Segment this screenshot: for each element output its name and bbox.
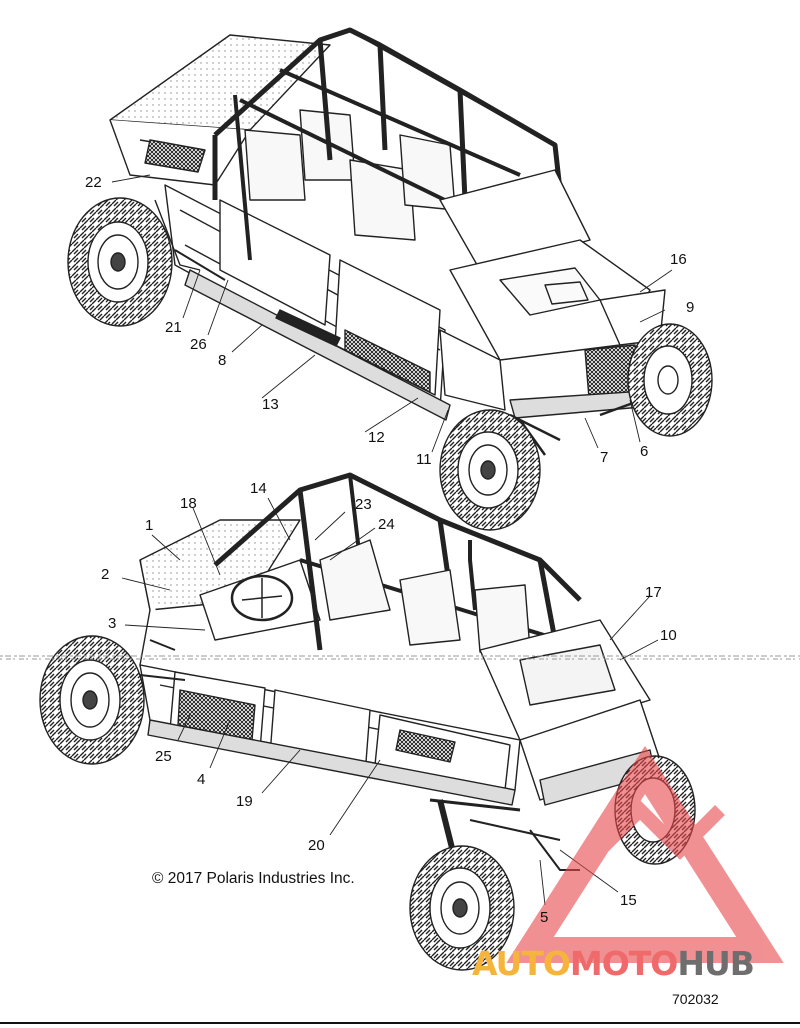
callout-8: 8 xyxy=(218,352,227,369)
scan-band xyxy=(0,655,800,660)
copyright-notice: © 2017 Polaris Industries Inc. xyxy=(152,870,355,887)
callout-2: 2 xyxy=(101,566,110,583)
callout-22: 22 xyxy=(85,174,102,191)
callout-3: 3 xyxy=(108,615,117,632)
bottom-vehicle-illustration xyxy=(39,472,696,971)
watermark-moto: MOTO xyxy=(569,944,678,983)
bottom-border xyxy=(0,1022,800,1024)
callout-20: 20 xyxy=(308,837,325,854)
callout-16: 16 xyxy=(670,251,687,268)
bottom-front-wheel xyxy=(39,635,145,765)
callout-5: 5 xyxy=(540,909,549,926)
top-front-right-wheel xyxy=(627,323,713,437)
diagram-part-number: 702032 xyxy=(672,991,719,1007)
callout-15: 15 xyxy=(620,892,637,909)
top-vehicle-illustration xyxy=(67,27,713,531)
callout-17: 17 xyxy=(645,584,662,601)
callout-4: 4 xyxy=(197,771,206,788)
callout-9: 9 xyxy=(686,299,695,316)
watermark-brand-text: AUTOMOTOHUB xyxy=(472,944,755,983)
watermark-hub: HUB xyxy=(677,944,755,983)
watermark-logo-graphic xyxy=(506,745,784,963)
callout-23: 23 xyxy=(355,496,372,513)
bottom-leader-lines xyxy=(121,497,659,906)
callout-13: 13 xyxy=(262,396,279,413)
top-rear-wheel xyxy=(67,197,173,327)
callout-11: 11 xyxy=(416,451,432,468)
bottom-rear-left-wheel xyxy=(409,845,515,971)
callout-26: 26 xyxy=(190,336,207,353)
callout-21: 21 xyxy=(165,319,182,336)
top-leader-lines xyxy=(111,174,673,453)
callout-7: 7 xyxy=(600,449,609,466)
callout-12: 12 xyxy=(368,429,385,446)
callout-24: 24 xyxy=(378,516,395,533)
callout-19: 19 xyxy=(236,793,253,810)
top-front-left-wheel xyxy=(439,409,541,531)
callout-14: 14 xyxy=(250,480,267,497)
callout-1: 1 xyxy=(145,517,154,534)
callout-10: 10 xyxy=(660,627,677,644)
watermark-auto: AUTO xyxy=(472,944,571,983)
callout-18: 18 xyxy=(180,495,197,512)
callout-25: 25 xyxy=(155,748,172,765)
callout-6: 6 xyxy=(640,443,649,460)
